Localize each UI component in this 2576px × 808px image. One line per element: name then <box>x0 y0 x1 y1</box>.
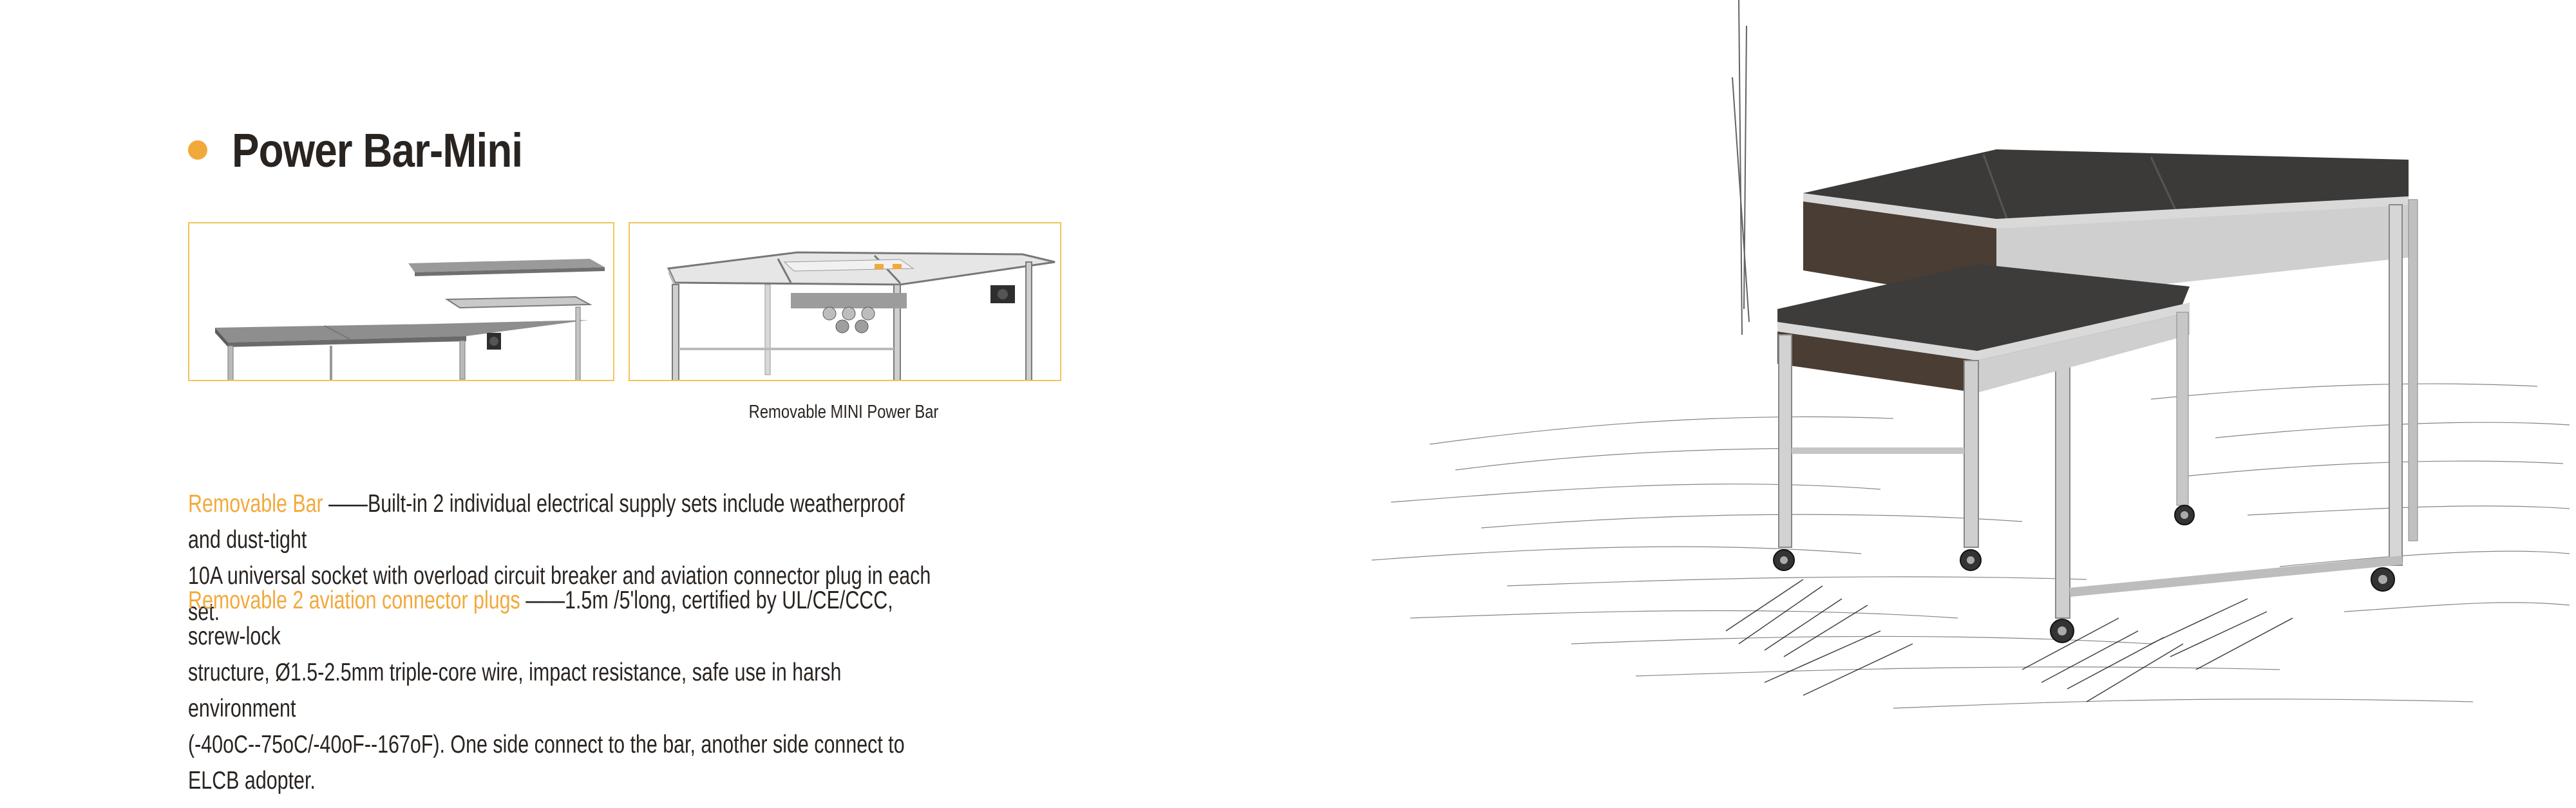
paragraph-text: ——Built-in 2 individual electrical suppl… <box>188 490 905 554</box>
highlight-label: Removable 2 aviation connector plugs <box>188 587 520 614</box>
paragraph-line: (-40oC--75oC/-40oF--167oF). One side con… <box>188 731 905 794</box>
page-title: Power Bar-Mini <box>232 123 523 177</box>
paragraph-removable-bar: Removable Bar ——Built-in 2 individual el… <box>188 486 942 630</box>
figure-table-removable-top <box>188 222 614 381</box>
figure-frame-power-bar <box>629 222 1061 381</box>
figure-caption: Removable MINI Power Bar <box>748 402 939 422</box>
paragraph-connector-plugs: Removable 2 aviation connector plugs ——1… <box>188 583 942 799</box>
nesting-tables-illustration <box>1314 0 2576 805</box>
table-frame-with-power-bar-icon <box>667 251 1056 380</box>
paragraph-line: 10A universal socket with overload circu… <box>188 562 931 626</box>
highlight-label: Removable Bar <box>188 490 323 518</box>
table-with-removable-top-icon <box>215 259 605 380</box>
paragraph-text: ——1.5m /5'long, certified by UL/CE/CCC, … <box>188 587 893 650</box>
paragraph-line: structure, Ø1.5-2.5mm triple-core wire, … <box>188 659 842 722</box>
nesting-tables-illustration-svg <box>1371 0 2570 709</box>
bullet-dot-icon <box>188 140 207 160</box>
paragraph-line: Removable Bar ——Built-in 2 individual el… <box>188 486 942 558</box>
title-row: Power Bar-Mini <box>188 115 570 185</box>
paragraph-line: Removable 2 aviation connector plugs ——1… <box>188 583 942 655</box>
